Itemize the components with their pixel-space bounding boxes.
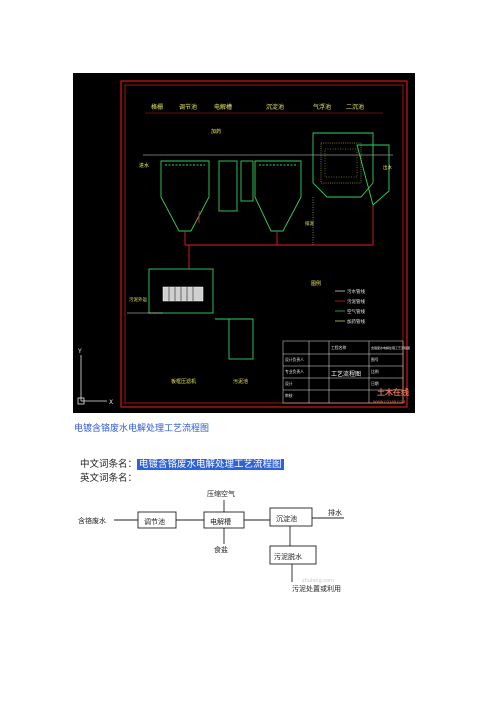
legend-item-0: 污水管线 — [347, 288, 365, 295]
label-tank-0: 格栅 — [151, 103, 163, 111]
tb-row-1: 专业负责人 — [285, 369, 304, 374]
tank-2 — [218, 160, 238, 212]
tb-row-0: 设计负责人 — [285, 357, 304, 362]
tank-2b — [240, 160, 254, 202]
tank-3 — [254, 160, 302, 232]
watermark-logo: 土木在线 — [377, 387, 409, 397]
label-tank-4: 气浮池 — [313, 103, 331, 111]
filter-label: 污泥外运 — [129, 296, 147, 303]
filter-press-box — [148, 268, 214, 314]
term-cn-row: 中文词条名：电镀含铬废水电解处理工艺流程图 — [80, 456, 284, 470]
flow-node-1: 调节池 — [144, 517, 165, 526]
cad-svg: 格栅 调节池 电解槽 沉淀池 气浮池 二沉池 进水 加药 — [77, 80, 410, 408]
label-tank-3: 沉淀池 — [266, 103, 284, 111]
outer-frame — [120, 80, 408, 408]
legend-item-3: 加药管线 — [347, 318, 365, 325]
term-en-label: 英文词条名： — [80, 473, 138, 484]
tb-row-3: 审核 — [285, 393, 293, 398]
inner-frame — [124, 84, 404, 404]
note-dosing: 加药 — [211, 128, 221, 135]
tb-col-1: 比例 — [371, 369, 379, 374]
axis-y: Y — [77, 348, 82, 355]
tb-drawing: 含铬废水电解处理工艺流程图 — [371, 345, 410, 350]
tb-col-2: 日期 — [371, 381, 379, 386]
term-cn-label: 中文词条名： — [80, 459, 138, 470]
term-cn-value[interactable]: 电镀含铬废水电解处理工艺流程图 — [137, 459, 284, 470]
flow-box-3 — [269, 507, 313, 527]
process-flow: 含铬废水 压缩空气 食盐 排水 污泥处置或利用 调节池 电解槽 沉淀池 污泥脱水 — [74, 482, 374, 602]
flow-node-3: 沉淀池 — [276, 514, 297, 523]
tb-row-2: 设计 — [285, 381, 293, 386]
legend-item-2: 空气管线 — [347, 308, 365, 315]
note-inlet: 进水 — [139, 162, 149, 169]
flow-node-4: 污泥脱水 — [274, 552, 302, 561]
flow-air: 压缩空气 — [207, 489, 235, 498]
aeration-bubbles — [320, 142, 362, 184]
term-en-row: 英文词条名： — [80, 470, 137, 484]
flow-sludge-use: 污泥处置或利用 — [292, 584, 341, 593]
watermark-url: WWW.CO188.COM — [373, 400, 405, 404]
tank-5 — [356, 144, 390, 206]
note-discharge: 排泥 — [305, 220, 314, 227]
flow-salt: 食盐 — [214, 545, 228, 554]
flow-svg: 含铬废水 压缩空气 食盐 排水 污泥处置或利用 调节池 电解槽 沉淀池 污泥脱水 — [78, 489, 344, 593]
sludge-tank — [228, 318, 254, 360]
tank-4 — [312, 132, 374, 198]
title-block — [282, 340, 404, 404]
note-outlet: 出水 — [383, 164, 392, 171]
axis-marker — [77, 355, 107, 405]
tank-1 — [160, 160, 210, 232]
axis-x: X — [109, 399, 113, 406]
tb-col-0: 图号 — [371, 357, 379, 362]
flow-input: 含铬废水 — [78, 516, 106, 525]
tb-project: 工程名称 — [331, 345, 346, 350]
legend-item-1: 污泥管线 — [347, 298, 365, 305]
label-tank-2: 电解槽 — [214, 103, 232, 111]
bottom-label-1: 污泥池 — [233, 378, 248, 385]
flow-watermark: zhulong.com — [302, 578, 334, 584]
tb-main-title: 工艺流程图 — [331, 370, 361, 378]
figure-caption: 电镀含铬废水电解处理工艺流程图 — [74, 424, 210, 434]
label-tank-1: 调节池 — [179, 103, 197, 111]
flow-node-2: 电解槽 — [210, 517, 231, 526]
bottom-label-0: 板框压滤机 — [171, 378, 196, 385]
flow-box-4 — [269, 545, 317, 565]
cad-drawing: 格栅 调节池 电解槽 沉淀池 气浮池 二沉池 进水 加药 — [73, 73, 415, 413]
label-tank-5: 二沉池 — [346, 103, 364, 111]
flow-discharge: 排水 — [328, 508, 342, 517]
legend-title: 图例 — [311, 280, 321, 287]
